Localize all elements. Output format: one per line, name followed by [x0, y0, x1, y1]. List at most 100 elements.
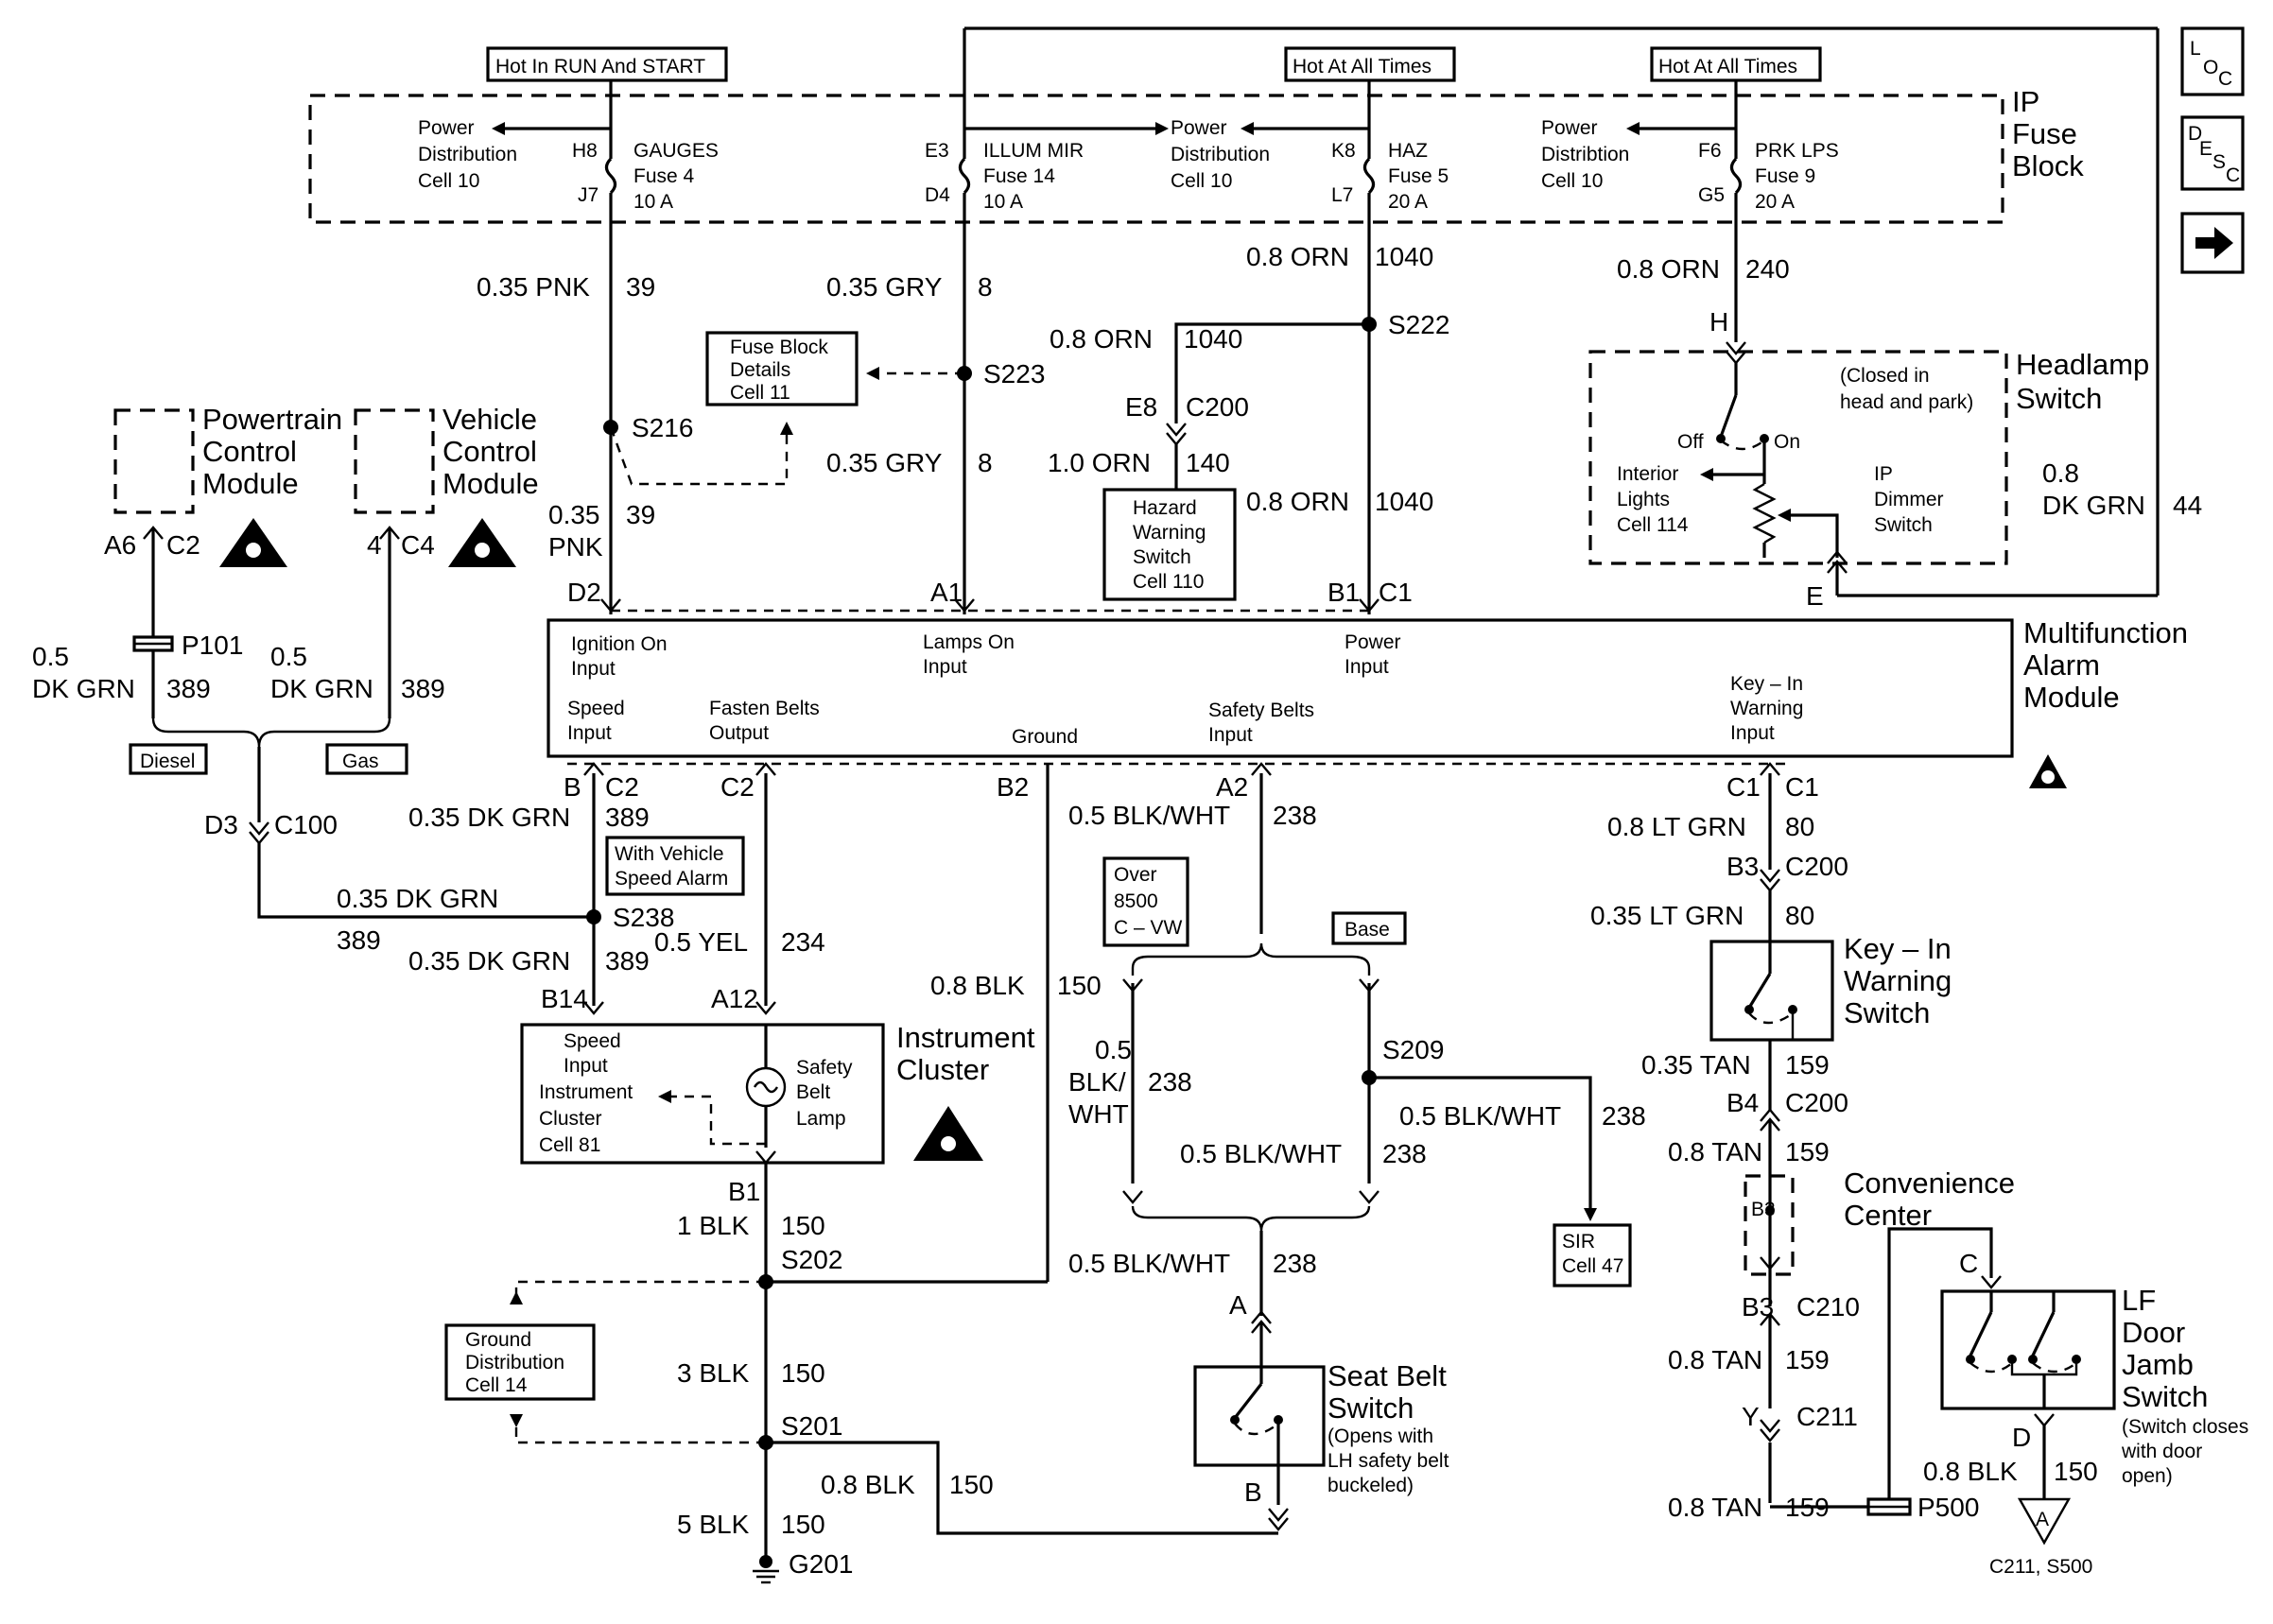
- label-wires-bw2c: WHT: [1068, 1099, 1129, 1129]
- location-button[interactable]: L O C: [2180, 26, 2245, 96]
- multifunction-alarm-module: [547, 618, 2014, 758]
- label-wires-orn_n2: 1040: [1184, 324, 1242, 354]
- label-nav-loc_o: O: [2203, 57, 2218, 78]
- label-pins-e: E: [1806, 581, 1824, 611]
- label-refs-ground_ref: C211, S500: [1989, 1556, 2092, 1578]
- label-tags-gas: Gas: [342, 751, 379, 772]
- ref-fuse-block-details: Fuse Block Details Cell 11: [705, 331, 859, 406]
- tag-hot-all-times-2: Hot At All Times: [1650, 46, 1822, 82]
- label-mam_inputs-ground: Ground: [1012, 726, 1078, 748]
- label-refs-on: On: [1774, 431, 1800, 453]
- label-mam_inputs-speed-1: Input: [567, 722, 612, 744]
- headlamp-switch-outline: [1588, 350, 2008, 565]
- label-wires-bw2a: 0.5: [1095, 1035, 1132, 1064]
- label-pins-p4: 4: [367, 530, 382, 560]
- label-tags-diesel: Diesel: [140, 751, 195, 772]
- ref-sir: SIR Cell 47: [1553, 1223, 1632, 1287]
- label-refs-cluster_inner-0: Speed: [564, 1030, 621, 1052]
- label-components-key_in_switch-0: Key – In: [1844, 932, 1952, 965]
- label-refs-ground_dist-0: Ground: [465, 1329, 531, 1351]
- label-components-convenience_center-1: Center: [1844, 1199, 1932, 1232]
- label-wires-orn1_n: 140: [1186, 448, 1230, 477]
- label-wires-blk3n: 150: [781, 1358, 825, 1388]
- label-pins-h: H: [1709, 307, 1728, 337]
- label-components-seat_belt_switch-0: Seat Belt: [1327, 1359, 1447, 1392]
- label-pins-b3c: B3: [1751, 1199, 1776, 1220]
- label-refs-off: Off: [1677, 431, 1704, 453]
- description-button[interactable]: D E S C: [2180, 115, 2245, 191]
- label-pins-c2c: C2: [720, 772, 755, 802]
- tag-diesel: Diesel: [129, 743, 208, 775]
- label-wires-blk08b: 0.8 BLK: [821, 1470, 915, 1499]
- label-splices-s202: S202: [781, 1245, 842, 1274]
- instrument-cluster: [520, 1023, 885, 1165]
- label-wires-orn1: 1.0 ORN: [1048, 448, 1151, 477]
- label-components-lf_door_jamb-3: Switch: [2122, 1380, 2208, 1413]
- label-wires-tan1n: 159: [1785, 1050, 1830, 1080]
- label-pins-c2a: C2: [166, 530, 200, 560]
- label-wires-gry_a: 0.35 GRY: [826, 272, 943, 302]
- label-fuses-prk-0: PRK LPS: [1755, 140, 1839, 162]
- label-pins-g5: G5: [1698, 184, 1725, 206]
- label-pins-b1b: B1: [728, 1177, 760, 1206]
- label-tags-hot_run_start: Hot In RUN And START: [495, 56, 705, 78]
- label-components-instrument_cluster-0: Instrument: [896, 1021, 1035, 1054]
- label-wires-blk08n: 150: [1057, 971, 1102, 1000]
- label-components-pcm-0: Powertrain: [202, 403, 342, 436]
- label-wires-ltg1: 0.8 LT GRN: [1607, 812, 1746, 841]
- label-components-vcm-2: Module: [442, 467, 539, 500]
- label-fuses-prk-1: Fuse 9: [1755, 165, 1815, 187]
- label-mam_inputs-ign-0: Ignition On: [571, 633, 668, 655]
- label-wires-pcm_b: DK GRN: [32, 674, 135, 703]
- powertrain-control-module: [113, 408, 195, 514]
- label-wires-pcm_n: 389: [166, 674, 211, 703]
- label-refs-cluster_inner-1: Input: [564, 1055, 608, 1077]
- label-components-lf_door_note-1: with door: [2121, 1441, 2202, 1462]
- label-pins-a2: A2: [1216, 772, 1248, 802]
- vehicle-control-module: [354, 408, 435, 514]
- label-wires-gry_n: 8: [978, 272, 993, 302]
- label-refs-headlamp_note-1: head and park): [1840, 391, 1973, 413]
- label-components-lf_door_jamb-1: Door: [2122, 1316, 2185, 1349]
- label-pins-d2: D2: [567, 578, 601, 607]
- label-wires-tan1: 0.35 TAN: [1641, 1050, 1751, 1080]
- label-wires-yeln: 234: [781, 927, 825, 957]
- label-wires-tan3: 0.8 TAN: [1668, 1345, 1762, 1374]
- key-in-warning-switch: [1709, 940, 1834, 1042]
- label-wires-bw5: 0.5 BLK/WHT: [1068, 1249, 1230, 1278]
- label-pins-c: C: [1959, 1249, 1978, 1278]
- label-wires-pnk_n2: 39: [626, 500, 655, 529]
- label-pins-l7: L7: [1331, 184, 1353, 206]
- label-mam_inputs-power-1: Input: [1345, 656, 1389, 678]
- label-refs-dimmer-1: Dimmer: [1874, 489, 1944, 510]
- label-pins-c1a: C1: [1726, 772, 1761, 802]
- tag-hot-run-start: Hot In RUN And START: [486, 46, 728, 82]
- label-refs-fuse_details-2: Cell 11: [730, 382, 790, 404]
- label-splices-s216: S216: [632, 413, 693, 442]
- label-fuses-pd1-1: Distribution: [418, 144, 517, 165]
- label-wires-dg3: 0.35 DK GRN: [408, 946, 570, 976]
- next-arrow-button[interactable]: [2180, 212, 2245, 274]
- label-fuses-illum-2: 10 A: [983, 191, 1023, 213]
- label-wires-pnk_b2: PNK: [548, 532, 603, 561]
- label-wires-ltg2: 0.35 LT GRN: [1590, 901, 1744, 930]
- label-wires-bw2n: 238: [1148, 1067, 1192, 1097]
- label-refs-hazard-0: Hazard: [1133, 497, 1197, 519]
- label-components-seat_belt_switch-1: Switch: [1327, 1391, 1414, 1425]
- label-pins-j7: J7: [578, 184, 599, 206]
- label-wires-bw5n: 238: [1273, 1249, 1317, 1278]
- label-pins-bsb: B: [1244, 1477, 1262, 1507]
- tag-with-vehicle-speed-alarm: With Vehicle Speed Alarm: [605, 836, 745, 896]
- label-refs-safety_lamp-0: Safety: [796, 1057, 853, 1079]
- label-wires-yel: 0.5 YEL: [654, 927, 748, 957]
- label-components-key_in_switch-2: Switch: [1844, 996, 1930, 1029]
- label-refs-over8500-2: C – VW: [1114, 917, 1183, 939]
- label-components-seat_belt_note-0: (Opens with: [1327, 1425, 1433, 1447]
- seat-belt-switch: [1193, 1365, 1326, 1467]
- label-pins-c200b: C200: [1785, 1088, 1848, 1117]
- tag-hot-all-times-1: Hot At All Times: [1284, 46, 1456, 82]
- label-pins-d4: D4: [925, 184, 950, 206]
- label-splices-p500: P500: [1917, 1493, 1979, 1522]
- label-wires-dkgrn44b: DK GRN: [2042, 491, 2145, 520]
- label-wires-tan2n: 159: [1785, 1137, 1830, 1166]
